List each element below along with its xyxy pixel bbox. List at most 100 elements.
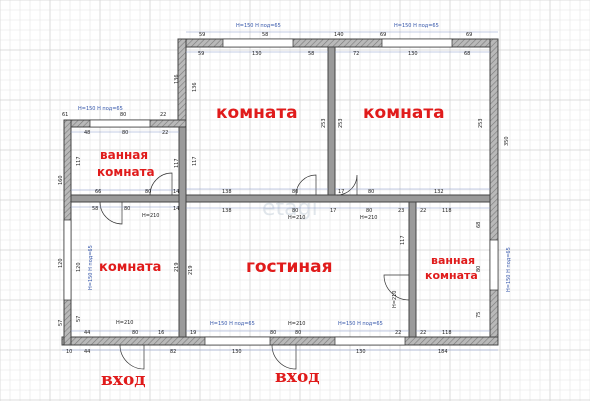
label-bath-window: H=150 H под=65: [78, 106, 123, 112]
label-bottom-door-left: H=210: [116, 320, 134, 326]
dim: 130: [252, 51, 262, 57]
dim: 80: [145, 189, 151, 195]
dim: 80: [270, 330, 276, 336]
door-room2: [336, 174, 358, 196]
window-bottom-right: [334, 336, 406, 346]
dim: 59: [199, 32, 205, 38]
dim: 16: [158, 330, 164, 336]
dim: 253: [478, 118, 484, 128]
dim: 117: [400, 235, 406, 245]
dim: 57: [76, 316, 82, 322]
dim: 68: [476, 222, 482, 228]
dim: 120: [76, 262, 82, 272]
dimensions: 59 58 140 69 69 59 130 58 72 130 68 136 …: [58, 32, 510, 355]
doors: [99, 172, 410, 370]
opening-labels: H=150 H под=65 H=150 H под=65 H=150 H по…: [78, 23, 512, 327]
window-top-left: [222, 38, 294, 48]
windows: [63, 38, 499, 346]
door-entry-left: [119, 344, 145, 370]
label-bottom-door-center: H=210: [288, 321, 306, 327]
wall-between-rooms: [327, 46, 336, 196]
wall-right: [489, 38, 499, 346]
dim: 120: [58, 258, 64, 268]
dim: 136: [174, 74, 180, 84]
dim: 22: [160, 112, 166, 118]
room-labels: комната комната ванная комната комната г…: [97, 103, 478, 282]
dim: 80: [368, 189, 374, 195]
dim: 80: [366, 208, 372, 214]
dim: 22: [420, 208, 426, 214]
wall-room3-right: [178, 126, 187, 338]
room-label-bedroom-2: комната: [363, 103, 445, 123]
label-left-window: H=150 H под=65: [88, 245, 94, 290]
dim: 118: [442, 330, 452, 336]
dim: 61: [62, 112, 68, 118]
entrance-label-center: вход: [275, 367, 320, 387]
dim: 44: [84, 349, 90, 355]
wall-room-bottom: [185, 194, 491, 203]
door-entry-center: [271, 344, 297, 370]
dim: 82: [170, 349, 176, 355]
room-label-bathroom-2-line2: комната: [425, 269, 478, 282]
door-bath2: [383, 274, 410, 301]
dim: 48: [84, 130, 90, 136]
dim: 80: [295, 330, 301, 336]
dim: 44: [84, 330, 90, 336]
dim: 69: [466, 32, 472, 38]
dim: 58: [262, 32, 268, 38]
dim: 80: [476, 266, 482, 272]
room-label-bathroom-2-line1: ванная: [431, 254, 475, 267]
dim: 160: [58, 175, 64, 185]
dim: 66: [95, 189, 101, 195]
dim: 138: [222, 208, 232, 214]
dim: 10: [66, 349, 72, 355]
dim: 69: [380, 32, 386, 38]
dim: 130: [232, 349, 242, 355]
dim: 59: [198, 51, 204, 57]
door-room3: [99, 201, 123, 225]
dim: 253: [321, 118, 327, 128]
dim: 136: [192, 82, 198, 92]
label-bottom-window-right: H=150 H под=65: [338, 321, 383, 327]
window-bottom-left: [204, 336, 271, 346]
dim: 80: [132, 330, 138, 336]
wall-bottom: [61, 336, 499, 346]
room-label-living-room: гостиная: [246, 257, 333, 277]
dim: 75: [476, 312, 482, 318]
dim: 58: [92, 206, 98, 212]
room-label-bathroom-1-line1: ванная: [100, 148, 148, 162]
label-bottom-window-left: H=150 H под=65: [210, 321, 255, 327]
dim: 22: [162, 130, 168, 136]
dim: 132: [434, 189, 444, 195]
dim: 80: [292, 189, 298, 195]
dim: 118: [442, 208, 452, 214]
dim: 22: [395, 330, 401, 336]
door-bath1: [149, 172, 173, 196]
dim: 23: [398, 208, 404, 214]
door-room1: [295, 174, 317, 196]
dimension-lines: [62, 31, 498, 351]
label-top-window-left: H=150 H под=65: [236, 23, 281, 29]
dim: 80: [122, 130, 128, 136]
label-top-window-right: H=150 H под=65: [394, 23, 439, 29]
dim: 138: [222, 189, 232, 195]
entrance-labels: вход вход: [101, 367, 320, 390]
window-left: [63, 219, 72, 301]
dim: 58: [308, 51, 314, 57]
label-door-living-top: H=210: [288, 215, 306, 221]
dim: 14: [173, 206, 179, 212]
dim: 219: [188, 265, 194, 275]
entrance-label-left: вход: [101, 370, 146, 390]
dim: 72: [353, 51, 359, 57]
dim: 140: [334, 32, 344, 38]
dim: 17: [338, 189, 344, 195]
window-right: [489, 239, 499, 291]
label-living-door-right: H=210: [392, 291, 398, 309]
dim: 117: [76, 156, 82, 166]
dim: 57: [58, 320, 64, 326]
dim: 219: [174, 262, 180, 272]
dim: 80: [124, 206, 130, 212]
window-top-right: [381, 38, 453, 48]
dim: 117: [174, 158, 180, 168]
